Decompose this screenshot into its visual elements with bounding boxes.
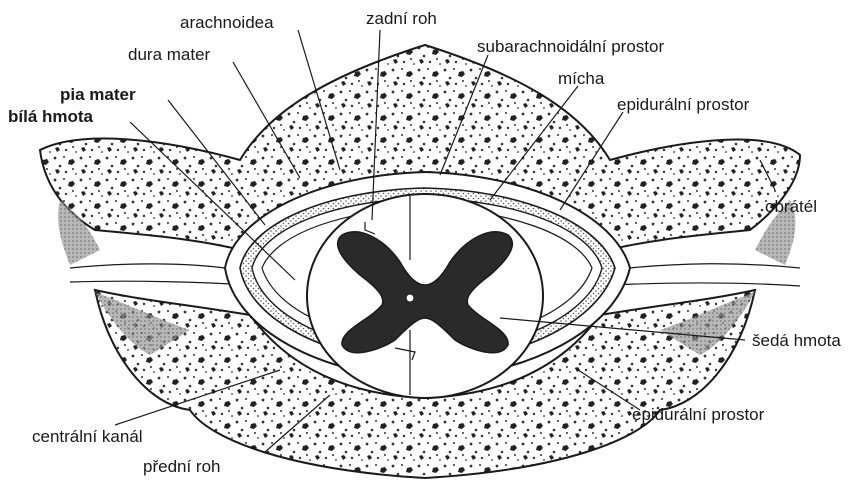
label-obratel: obrátél [765, 197, 817, 216]
label-dura-mater: dura mater [128, 45, 211, 64]
label-epiduralni-prostor-top: epidurální prostor [617, 95, 750, 114]
nerve-root-left-lower [70, 281, 250, 285]
label-zadni-roh: zadní roh [366, 9, 437, 28]
nerve-root-right [610, 264, 800, 270]
label-seda-hmota: šedá hmota [752, 331, 841, 350]
label-centralni-kanal: centrální kanál [32, 427, 143, 446]
label-subarachnoidalni-prostor: subarachnoidální prostor [477, 37, 664, 56]
label-pia-mater: pia mater [60, 85, 136, 104]
nerve-root-right-lower [610, 283, 800, 286]
nerve-root-left [70, 264, 250, 272]
label-predni-roh: přední roh [143, 457, 221, 476]
label-arachnoidea: arachnoidea [180, 13, 274, 32]
central-canal [406, 294, 414, 302]
label-bila-hmota: bílá hmota [8, 107, 94, 126]
label-micha: mícha [558, 69, 605, 88]
label-epiduralni-prostor-bottom: epidurální prostor [632, 405, 765, 424]
